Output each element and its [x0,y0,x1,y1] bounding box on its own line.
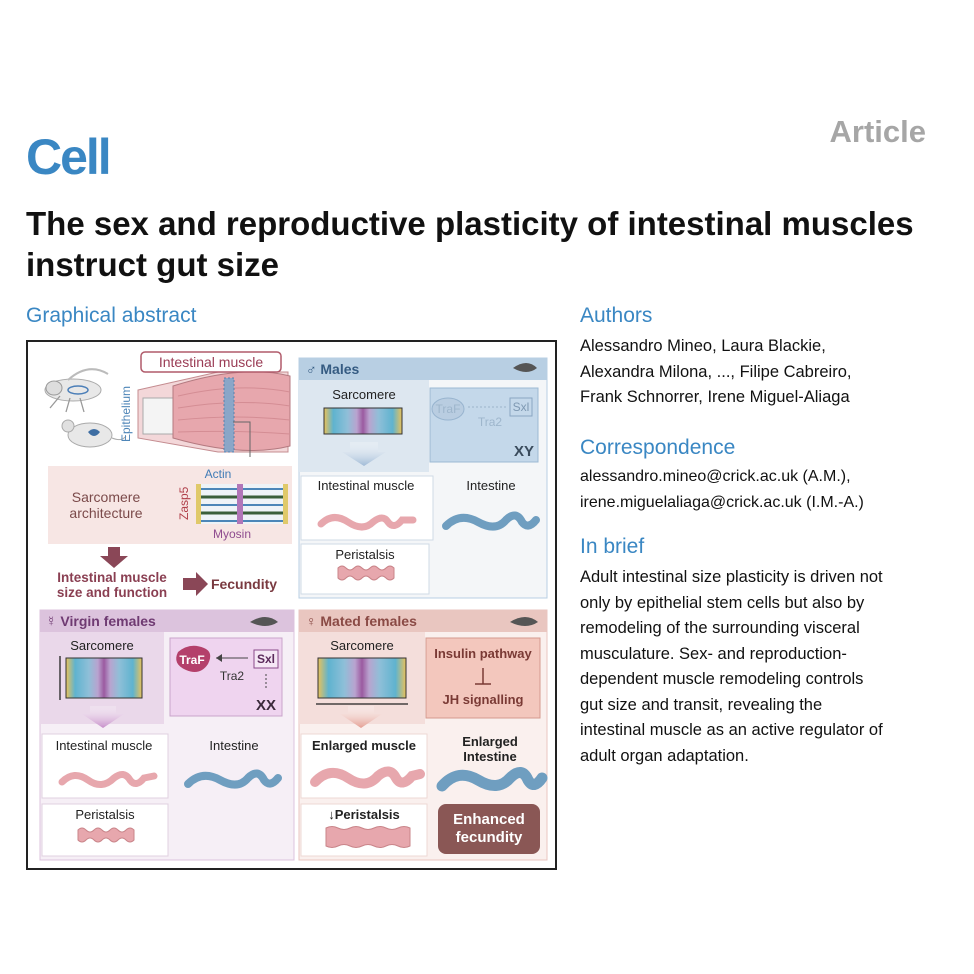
traf-protein-icon [176,645,211,672]
authors-line: Frank Schnorrer, Irene Miguel-Aliaga [580,388,850,406]
males-traf-label: TraF [436,402,461,416]
males-muscle-gut-drawing [317,514,417,531]
in-brief-line: adult organ adaptation. [580,746,749,765]
in-brief-line: remodeling of the surrounding visceral [580,619,860,637]
virgin-intestinal-muscle-label: Intestinal muscle [56,738,153,753]
gut-tube [137,371,291,453]
males-peristalsis-drawing [337,565,395,581]
zasp5-label: Zasp5 [177,486,191,520]
in-brief-text: Adult intestinal size plasticity is driv… [580,565,950,769]
in-brief-line: only by epithelial stem cells but also b… [580,593,865,612]
in-brief-line: intestinal muscle as an active regulator… [580,721,883,739]
article-type-label: Article [829,114,926,149]
males-heading: ♂ Males [306,361,360,377]
mated-peristalsis-drawing [325,826,411,848]
males-peristalsis-label: Peristalsis [335,547,395,562]
journal-logo: Cell [26,129,112,185]
authors-line: Alessandro Mineo, Laura Blackie, [580,337,826,355]
virgin-muscle-gut-drawing [58,771,158,788]
myosin-label: Myosin [213,527,251,541]
enlarged-intestine-drawing [436,767,548,792]
virgin-sxl-label: Sxl [257,652,275,666]
article-title: The sex and reproductive plasticity of i… [26,205,914,283]
epithelium-label: Epithelium [119,386,133,442]
xx-label: XX [256,697,276,714]
males-intestine-drawing [442,511,540,531]
virgin-fly-icon [250,617,278,626]
male-fly-icon [513,363,537,372]
xy-label: XY [514,443,534,460]
email-link[interactable]: alessandro.mineo@crick.ac.uk (A.M.), [580,468,851,485]
sarcomere-filaments [196,484,288,524]
in-brief-line: dependent muscle remodeling controls [580,670,864,688]
fecundity-label: Fecundity [211,576,277,592]
mated-females-heading: ♀ Mated females [306,613,417,629]
virgin-peristalsis-drawing [77,827,135,843]
virgin-traf-label: TraF [179,653,204,667]
males-sarcomere-graphic [323,407,403,435]
fly-icon [44,368,109,413]
actin-label: Actin [205,467,232,481]
males-sxl-label: Sxl [513,400,530,414]
jh-signalling-label: JH signalling [443,692,524,707]
authors-list: Alessandro Mineo, Laura Blackie, Alexand… [580,334,950,411]
virgin-sarcomere-label: Sarcomere [70,638,134,653]
virgin-sarcomere-graphic [65,657,143,699]
virgin-down-arrow [82,706,124,728]
males-tra2-label: Tra2 [478,415,503,429]
mated-down-arrow [340,706,382,728]
graphical-abstract-heading: Graphical abstract [26,304,197,327]
virgin-females-heading: ☿ Virgin females [46,613,156,629]
virgin-peristalsis-label: Peristalsis [75,807,135,822]
in-brief-line: Adult intestinal size plasticity is driv… [580,568,883,586]
males-sarcomere-label: Sarcomere [332,387,396,402]
intestinal-muscle-callout: Intestinal muscle [159,354,263,370]
reduced-peristalsis-label: ↓Peristalsis [328,807,400,822]
mated-sarcomere-graphic [317,657,407,699]
in-brief-line: musculature. Sex- and reproduction- [580,644,847,663]
right-arrow [183,572,208,596]
virgin-intestine-drawing [184,769,282,789]
enlarged-muscle-label: Enlarged muscle [312,738,416,753]
insulin-pathway-label: Insulin pathway [434,646,532,661]
mated-fly-icon [510,617,538,626]
down-arrow [100,547,128,568]
virgin-tra2-label: Tra2 [220,669,245,683]
in-brief-heading: In brief [580,535,645,558]
males-intestinal-muscle-label: Intestinal muscle [318,478,415,493]
males-intestine-label: Intestine [466,478,515,493]
authors-heading: Authors [580,304,653,327]
correspondence-heading: Correspondence [580,436,736,459]
mated-sarcomere-label: Sarcomere [330,638,394,653]
mouse-icon [61,419,127,448]
males-down-arrow [342,442,386,466]
enlarged-muscle-drawing [310,766,425,789]
authors-line: Alexandra Milona, ..., Filipe Cabreiro, [580,362,852,381]
virgin-intestine-label: Intestine [209,738,258,753]
enhanced-fecundity-badge [438,804,540,854]
in-brief-line: gut size and transit, revealing the [580,695,823,714]
correspondence-list: alessandro.mineo@crick.ac.uk (A.M.), ire… [580,464,960,515]
email-link[interactable]: irene.miguelaliaga@crick.ac.uk (I.M.-A.) [580,493,864,511]
